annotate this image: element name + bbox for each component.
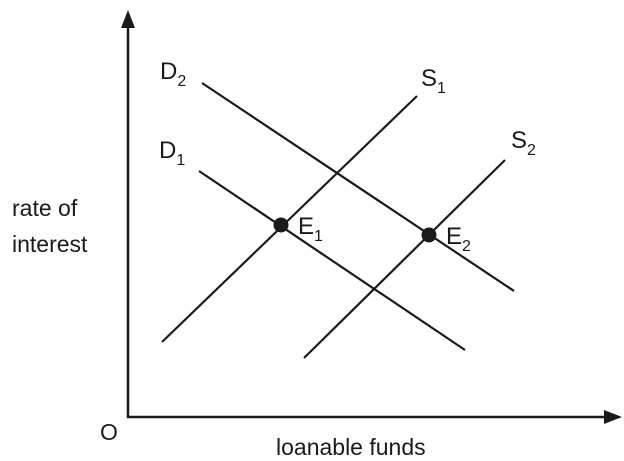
x-axis-arrowhead-icon (604, 410, 622, 424)
label-s1: S1 (421, 65, 446, 97)
y-axis-label-line2: interest (12, 231, 88, 257)
supply-curve-s2 (303, 159, 506, 359)
x-axis-label: loanable funds (276, 434, 426, 460)
label-s2: S2 (511, 127, 536, 159)
label-e2: E2 (446, 223, 471, 255)
label-e1: E1 (298, 213, 323, 245)
y-axis-arrowhead-icon (121, 10, 135, 28)
label-d2: D2 (160, 58, 186, 90)
supply-curve-s1 (161, 95, 418, 343)
origin-label: O (100, 419, 118, 445)
demand-curve-d2 (201, 82, 515, 292)
demand-curve-d1 (198, 170, 466, 351)
equilibrium-point-e2 (421, 227, 437, 243)
equilibrium-point-e1 (273, 217, 289, 233)
label-d1: D1 (159, 137, 185, 169)
y-axis-label-line1: rate of (12, 195, 78, 221)
